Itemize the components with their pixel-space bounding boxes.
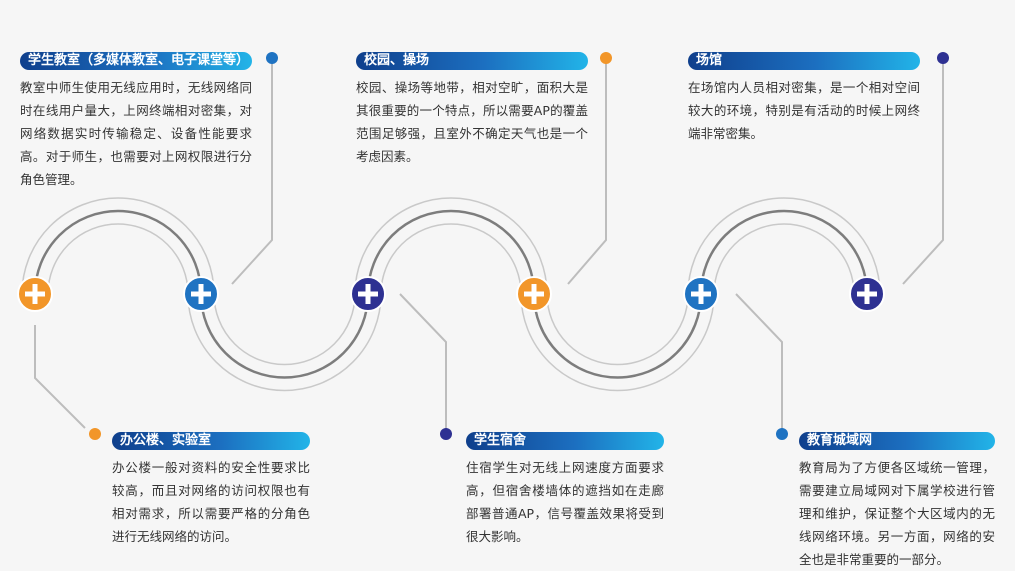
card-text-classroom: 教室中师生使用无线应用时，无线网络同时在线用户量大，上网终端相对密集，对网络数据… <box>20 80 252 187</box>
card-title-office: 办公楼、实验室 <box>112 432 310 450</box>
connector-dot <box>776 428 788 440</box>
plus-bar-v <box>198 284 204 304</box>
track-rail-outer <box>21 197 881 366</box>
connector-line <box>567 62 607 285</box>
card-text-metro: 教育局为了方便各区域统一管理，需要建立局域网对下属学校进行管理和维护，保证整个大… <box>799 460 995 567</box>
card-text-office: 办公楼一般对资料的安全性要求比较高，而且对网络的访问权限也有相对需求，所以需要严… <box>112 460 310 544</box>
connector-dot <box>440 428 452 440</box>
connector-line <box>399 293 447 430</box>
card-campus: 校园、操场 校园、操场等地带，相对空旷，面积大是其很重要的一个特点，所以需要AP… <box>356 52 588 168</box>
wave-track <box>21 197 881 392</box>
plus-icon <box>849 276 885 312</box>
plus-bar-v <box>864 284 870 304</box>
connector-line <box>735 293 783 430</box>
card-text-campus: 校园、操场等地带，相对空旷，面积大是其很重要的一个特点，所以需要AP的覆盖范围足… <box>356 80 588 164</box>
connector-dot <box>89 428 101 440</box>
card-metro: 教育城域网 教育局为了方便各区域统一管理，需要建立局域网对下属学校进行管理和维护… <box>799 432 995 571</box>
card-title-dorm: 学生宿舍 <box>466 432 664 450</box>
connector-dot <box>600 52 612 64</box>
connector-dot <box>937 52 949 64</box>
connector-lines <box>34 62 944 430</box>
card-title-classroom: 学生教室（多媒体教室、电子课堂等） <box>20 52 252 70</box>
card-classroom: 学生教室（多媒体教室、电子课堂等） 教室中师生使用无线应用时，无线网络同时在线用… <box>20 52 252 191</box>
connector-dot <box>266 52 278 64</box>
track-rail-center <box>33 209 869 379</box>
card-text-venue: 在场馆内人员相对密集，是一个相对空间较大的环境，特别是有活动的时候上网终端非常密… <box>688 80 920 141</box>
plus-icon <box>350 276 386 312</box>
card-title-venue: 场馆 <box>688 52 920 70</box>
plus-icon <box>516 276 552 312</box>
track-rail-outer <box>47 223 855 392</box>
connector-line <box>34 325 86 429</box>
plus-bar-v <box>531 284 537 304</box>
plus-bar-v <box>365 284 371 304</box>
connector-line <box>902 62 944 285</box>
connector-dots <box>89 52 949 440</box>
card-office: 办公楼、实验室 办公楼一般对资料的安全性要求比较高，而且对网络的访问权限也有相对… <box>112 432 310 548</box>
plus-icon <box>683 276 719 312</box>
card-title-metro: 教育城域网 <box>799 432 995 450</box>
plus-nodes <box>17 276 885 312</box>
plus-bar-v <box>32 284 38 304</box>
plus-icon <box>17 276 53 312</box>
plus-icon <box>183 276 219 312</box>
card-text-dorm: 住宿学生对无线上网速度方面要求高，但宿舍楼墙体的遮挡如在走廊部署普通AP，信号覆… <box>466 460 664 544</box>
card-title-campus: 校园、操场 <box>356 52 588 70</box>
plus-bar-v <box>698 284 704 304</box>
card-venue: 场馆 在场馆内人员相对密集，是一个相对空间较大的环境，特别是有活动的时候上网终端… <box>688 52 920 145</box>
connector-line <box>231 62 273 285</box>
card-dorm: 学生宿舍 住宿学生对无线上网速度方面要求高，但宿舍楼墙体的遮挡如在走廊部署普通A… <box>466 432 664 548</box>
